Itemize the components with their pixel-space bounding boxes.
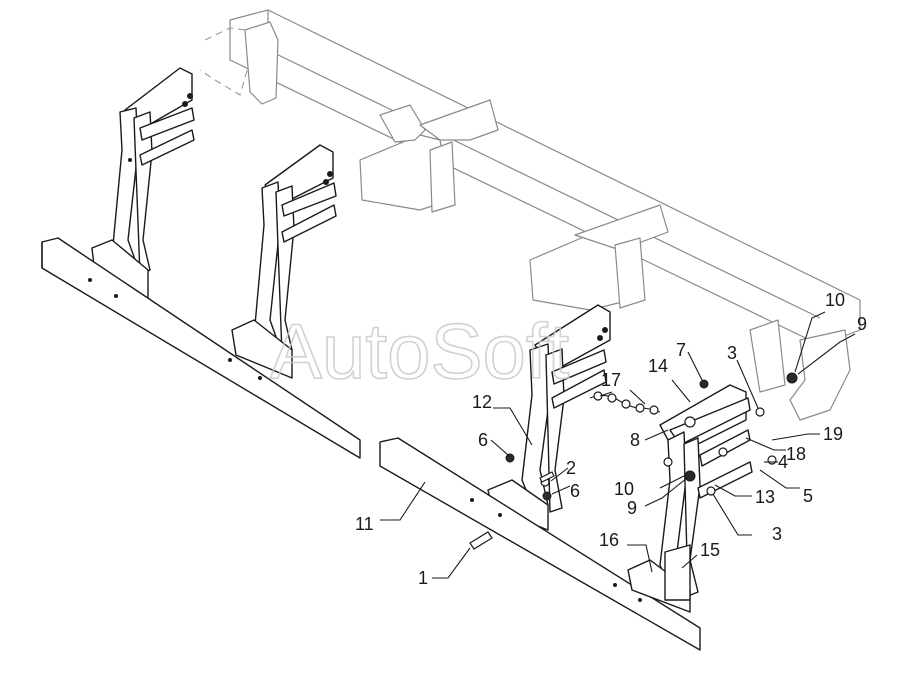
frame-bracket-right xyxy=(529,204,669,311)
callout-leaders xyxy=(380,311,856,579)
callout-10-top: 10 xyxy=(825,290,845,310)
callout-12: 12 xyxy=(472,392,492,412)
callout-7: 7 xyxy=(676,340,686,360)
callout-17: 17 xyxy=(601,370,621,390)
callout-2: 2 xyxy=(566,458,576,478)
callout-14: 14 xyxy=(648,356,668,376)
frame-bracket-mid xyxy=(359,99,499,213)
scraper-blade-rear xyxy=(41,237,361,459)
callout-19: 19 xyxy=(823,424,843,444)
shank-plate-exploded xyxy=(627,384,753,613)
callout-3-top: 3 xyxy=(727,343,737,363)
callout-9-bottom: 9 xyxy=(627,498,637,518)
callout-8: 8 xyxy=(630,430,640,450)
callout-13: 13 xyxy=(755,487,775,507)
hardware-bolts-nuts xyxy=(469,372,798,550)
shank-assembly-left xyxy=(91,67,195,299)
callout-9-top: 9 xyxy=(857,314,867,334)
watermark: AutoSoft xyxy=(270,307,570,395)
shank-assembly-front xyxy=(487,304,611,531)
callout-3-bottom: 3 xyxy=(772,524,782,544)
callout-18: 18 xyxy=(786,444,806,464)
callout-11: 11 xyxy=(355,514,374,534)
callout-6-left: 6 xyxy=(478,430,488,450)
callout-5: 5 xyxy=(803,486,813,506)
callout-1: 1 xyxy=(418,568,428,588)
callout-10-bottom: 10 xyxy=(614,479,634,499)
frame-bracket-left xyxy=(244,21,279,105)
callout-16: 16 xyxy=(599,530,619,550)
callout-labels: 1 2 3 3 4 5 6 6 7 8 9 9 10 10 11 12 13 1… xyxy=(355,290,867,588)
chain-spring xyxy=(589,391,661,415)
shank-assembly-middle xyxy=(231,144,337,379)
callout-15: 15 xyxy=(700,540,720,560)
frame-end-bracket xyxy=(749,319,851,421)
callout-4: 4 xyxy=(778,452,788,472)
scraper-blade-front xyxy=(379,437,701,651)
callout-6-right: 6 xyxy=(570,481,580,501)
